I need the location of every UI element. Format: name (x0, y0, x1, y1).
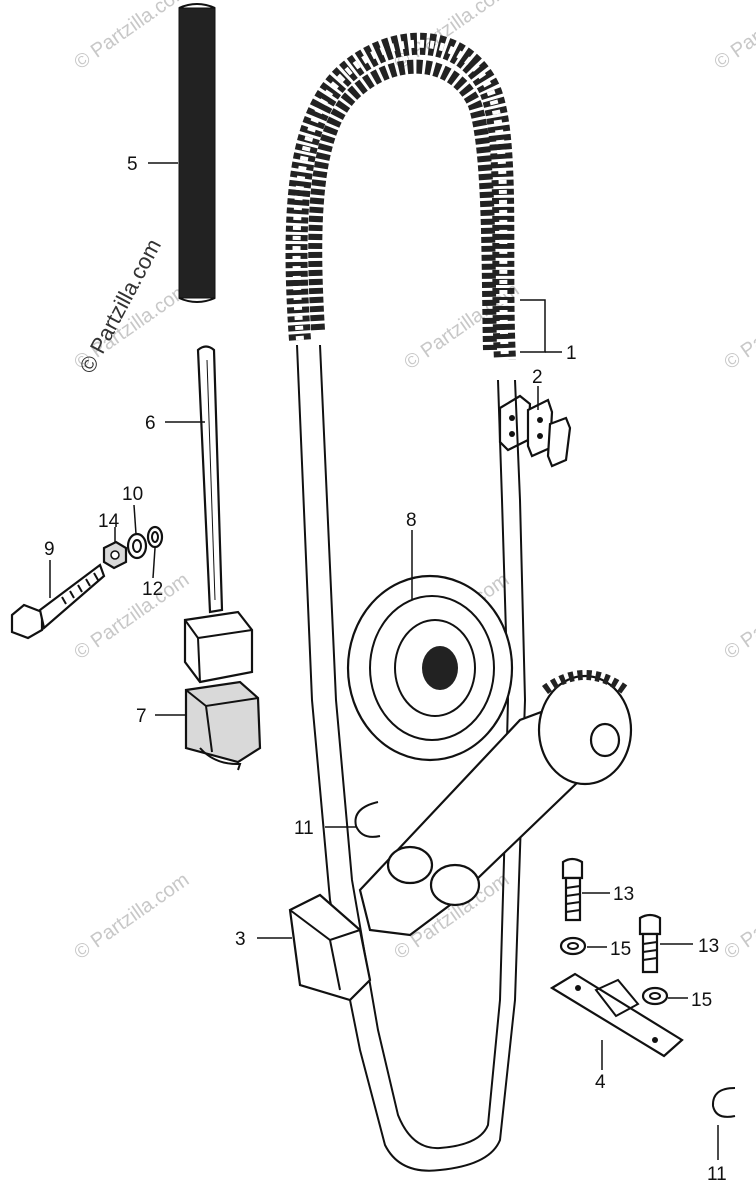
callout-15: 15 (610, 939, 631, 960)
washer-part-15 (559, 936, 587, 956)
callout-13: 13 (698, 936, 719, 957)
chain-guide-part-3 (288, 344, 527, 1172)
leader-lines (49, 162, 719, 1160)
callout-8: 8 (406, 510, 417, 531)
watermark: © Partzilla.com (720, 569, 756, 664)
callout-9: 9 (44, 539, 55, 560)
callout-2: 2 (532, 367, 543, 388)
tensioner-arm (358, 670, 633, 937)
callout-labels: 1 2 3 4 5 6 7 8 9 10 11 11 12 13 13 14 1… (44, 154, 727, 1185)
spring-part-5 (178, 3, 216, 303)
watermark-layer: © Partzilla.com © Partzilla.com © Partzi… (70, 0, 756, 964)
callout-13: 13 (613, 884, 634, 905)
circlip-part-11 (711, 1087, 736, 1118)
tensioner-rod-part-6 (196, 345, 224, 614)
bracket-plate-part-4 (549, 972, 684, 1058)
washer-part-15 (641, 986, 669, 1006)
callout-4: 4 (595, 1072, 606, 1093)
callout-5: 5 (127, 154, 138, 175)
callout-10: 10 (122, 484, 143, 505)
watermark: © Partzilla.com (720, 279, 756, 374)
callout-7: 7 (136, 706, 147, 727)
watermark: © Partzilla.com (70, 0, 193, 74)
callout-15: 15 (691, 990, 712, 1011)
guide-roller-part-8 (346, 574, 514, 762)
circlip-part-11 (354, 801, 381, 838)
bolt-part-9 (10, 563, 106, 640)
tensioner-block-part-7 (183, 610, 262, 771)
washer-part-10 (126, 532, 148, 560)
master-link-part-2 (498, 394, 572, 468)
bolt-part-13 (561, 857, 584, 922)
lock-washer-part-12 (146, 525, 164, 549)
callout-11: 11 (294, 818, 314, 839)
callout-6: 6 (145, 413, 156, 434)
callout-3: 3 (235, 929, 246, 950)
nut-part-14 (102, 540, 128, 570)
watermark: © Partzilla.com (70, 869, 193, 964)
callout-12: 12 (142, 579, 163, 600)
callout-11: 11 (707, 1164, 727, 1185)
callout-1: 1 (566, 343, 577, 364)
watermark: © Partzilla.com (720, 869, 756, 964)
cam-chain-part-1 (285, 32, 516, 361)
bolt-part-13 (638, 913, 662, 974)
watermark: © Partzilla.com (710, 0, 756, 74)
callout-14: 14 (98, 511, 120, 532)
